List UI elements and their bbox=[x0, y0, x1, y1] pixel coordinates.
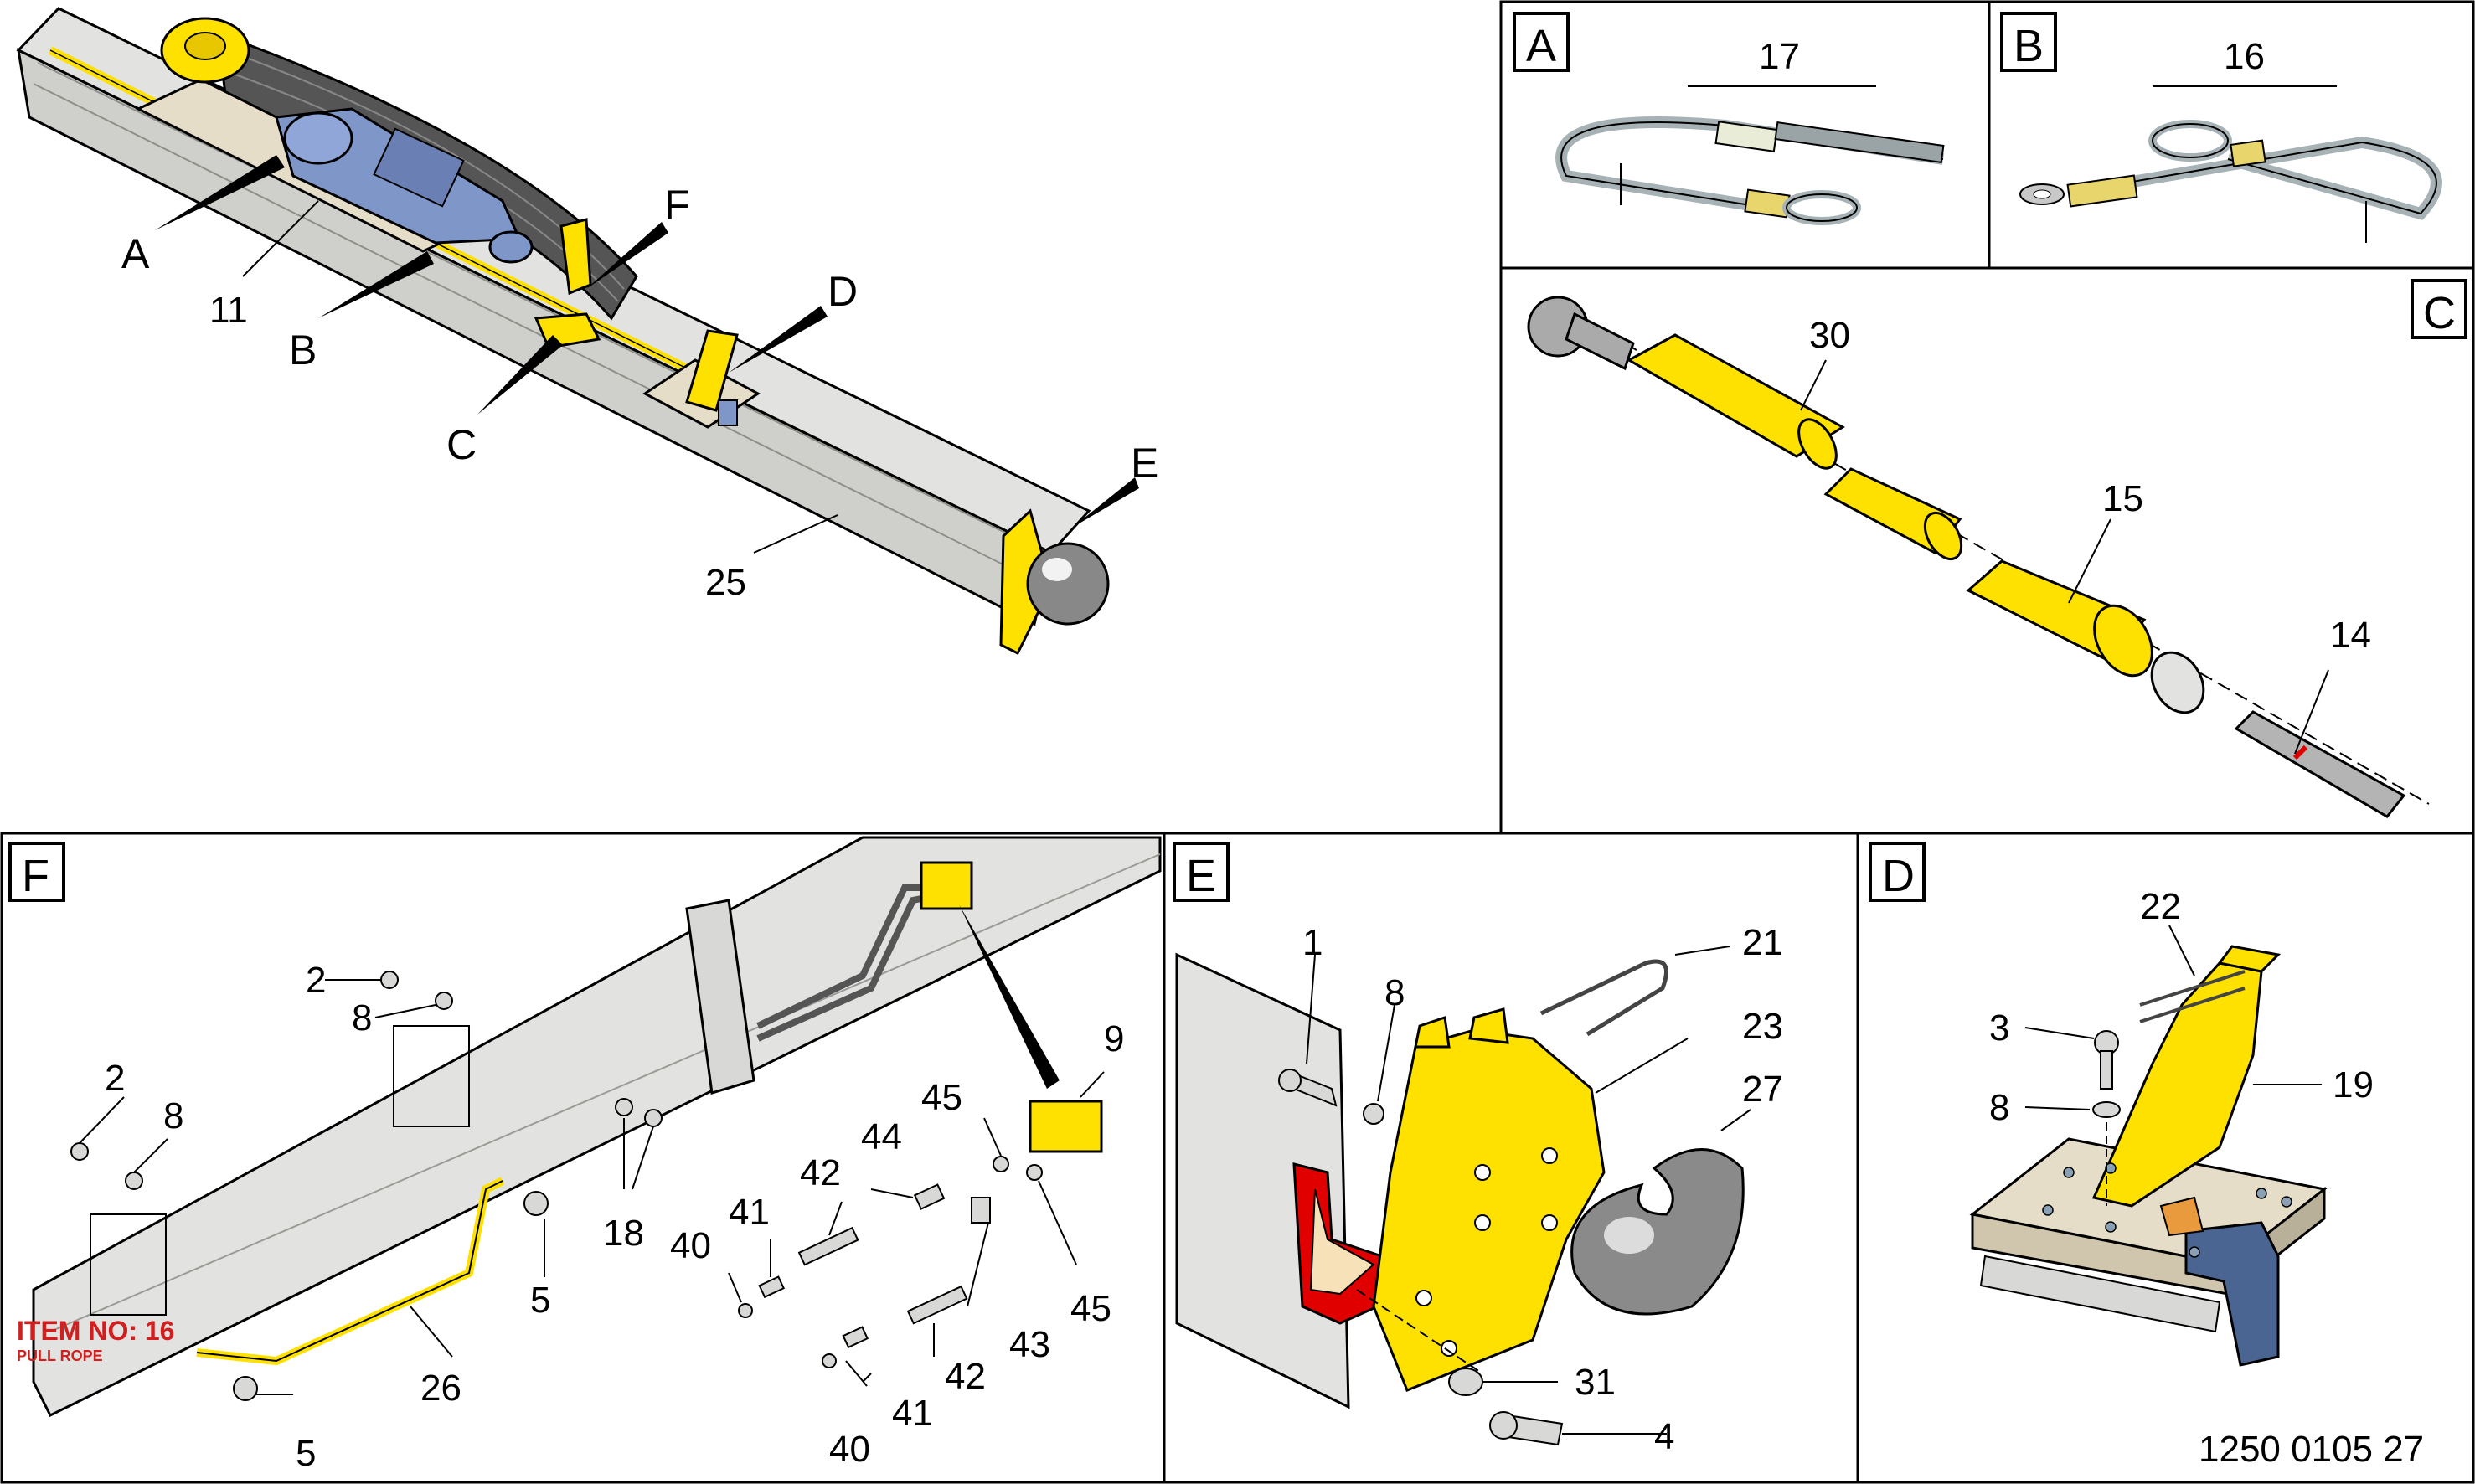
callout-c: C bbox=[446, 421, 477, 468]
panel-c-callout-30: 30 bbox=[1809, 315, 1850, 356]
callout-25: 25 bbox=[705, 562, 746, 603]
panel-f: F bbox=[8, 836, 1162, 1474]
panel-f-callout-41a: 41 bbox=[729, 1192, 770, 1233]
panel-f-callout-43: 43 bbox=[1009, 1324, 1050, 1365]
panel-d: D bbox=[1869, 842, 2374, 1367]
panel-f-callout-26: 26 bbox=[420, 1368, 461, 1409]
panel-a-label: A bbox=[1526, 21, 1556, 71]
panel-c-callout-15: 15 bbox=[2102, 478, 2143, 519]
callout-a: A bbox=[121, 230, 150, 277]
panel-f-callout-44: 44 bbox=[861, 1116, 902, 1157]
panel-e-callout-8: 8 bbox=[1384, 972, 1405, 1013]
panel-f-callout-5a: 5 bbox=[530, 1280, 550, 1321]
panel-c-coupling-30 bbox=[1626, 333, 1845, 458]
overview-rail-underside bbox=[17, 48, 1053, 626]
overview-callouts: A B C D E F 11 25 bbox=[121, 182, 1158, 603]
panel-f-callout-8b: 8 bbox=[163, 1095, 183, 1136]
panel-e-label: E bbox=[1186, 851, 1216, 901]
callout-f: F bbox=[664, 182, 690, 229]
panel-f-callout-45b: 45 bbox=[1070, 1288, 1111, 1329]
panel-b-label: B bbox=[2014, 21, 2044, 71]
panel-c-shaft-14 bbox=[2234, 710, 2406, 818]
callout-b: B bbox=[289, 327, 317, 374]
panel-f-block-9 bbox=[1029, 1100, 1103, 1153]
panel-e-callout-4: 4 bbox=[1654, 1416, 1674, 1457]
panel-f-callout-5b: 5 bbox=[296, 1433, 316, 1474]
callout-11: 11 bbox=[209, 290, 248, 331]
panel-d-callout-8: 8 bbox=[1989, 1087, 2009, 1128]
panel-f-rail bbox=[32, 836, 1162, 1418]
panel-e: E bbox=[1173, 842, 1783, 1457]
sheet-number: 1250 0105 27 bbox=[2199, 1429, 2424, 1470]
panel-d-callout-19: 19 bbox=[2333, 1064, 2374, 1105]
overview-end-bracket bbox=[999, 508, 1053, 656]
panel-d-bracket-19 bbox=[2091, 961, 2263, 1208]
panel-d-blue-bracket bbox=[2184, 1221, 2280, 1367]
panel-f-block-top bbox=[920, 861, 973, 910]
panel-f-callout-42b: 42 bbox=[945, 1356, 986, 1397]
overview-end-weight bbox=[1026, 542, 1110, 626]
panel-e-clip-21 bbox=[1539, 959, 1668, 1037]
panel-c-label: C bbox=[2423, 288, 2456, 338]
panel-e-callout-27: 27 bbox=[1742, 1069, 1783, 1110]
callout-d: D bbox=[828, 268, 858, 315]
panel-f-callout-41b: 41 bbox=[892, 1393, 933, 1434]
panel-f-callout-40a: 40 bbox=[670, 1225, 711, 1266]
callout-e: E bbox=[1131, 440, 1158, 487]
overview-bracket-f bbox=[559, 218, 592, 296]
overview-pointers bbox=[155, 155, 1139, 528]
overview-leaders bbox=[242, 200, 838, 554]
panel-a-callout-17: 17 bbox=[1759, 36, 1800, 77]
panel-c-hub bbox=[2150, 651, 2205, 714]
panel-f-item-title: ITEM NO: 16 bbox=[17, 1316, 174, 1346]
panel-d-label: D bbox=[1882, 851, 1915, 901]
overview-assembly bbox=[16, 7, 1110, 656]
panel-f-label: F bbox=[22, 851, 49, 901]
panel-b-callout-16: 16 bbox=[2224, 36, 2265, 77]
panel-a: A 17 bbox=[1513, 12, 1945, 225]
panel-e-weight-27 bbox=[1570, 1148, 1745, 1316]
panel-f-item-subtitle: PULL ROPE bbox=[17, 1347, 103, 1364]
panel-e-end-plate bbox=[1372, 1028, 1606, 1392]
panel-e-callout-23: 23 bbox=[1742, 1006, 1783, 1047]
panel-c: C 30 15 14 bbox=[1527, 279, 2467, 818]
panel-e-callout-1: 1 bbox=[1302, 922, 1323, 963]
panel-b: B 16 bbox=[2000, 12, 2442, 243]
panel-f-callout-9: 9 bbox=[1104, 1018, 1124, 1059]
panel-f-callout-2b: 2 bbox=[105, 1058, 125, 1099]
panel-c-callout-14: 14 bbox=[2330, 615, 2371, 656]
panel-e-callout-21: 21 bbox=[1742, 922, 1783, 963]
panel-f-callout-18: 18 bbox=[603, 1213, 644, 1254]
panel-f-callout-2a: 2 bbox=[306, 960, 326, 1001]
panel-f-callout-45a: 45 bbox=[921, 1077, 962, 1118]
panel-f-callout-40b: 40 bbox=[829, 1429, 870, 1470]
panel-f-callout-8a: 8 bbox=[352, 997, 372, 1038]
panel-e-callout-31: 31 bbox=[1575, 1362, 1616, 1403]
panel-f-bracket bbox=[685, 899, 755, 1095]
panel-d-callout-22: 22 bbox=[2140, 886, 2181, 927]
panel-d-callout-3: 3 bbox=[1989, 1007, 2009, 1049]
panel-f-callout-42a: 42 bbox=[800, 1152, 841, 1193]
